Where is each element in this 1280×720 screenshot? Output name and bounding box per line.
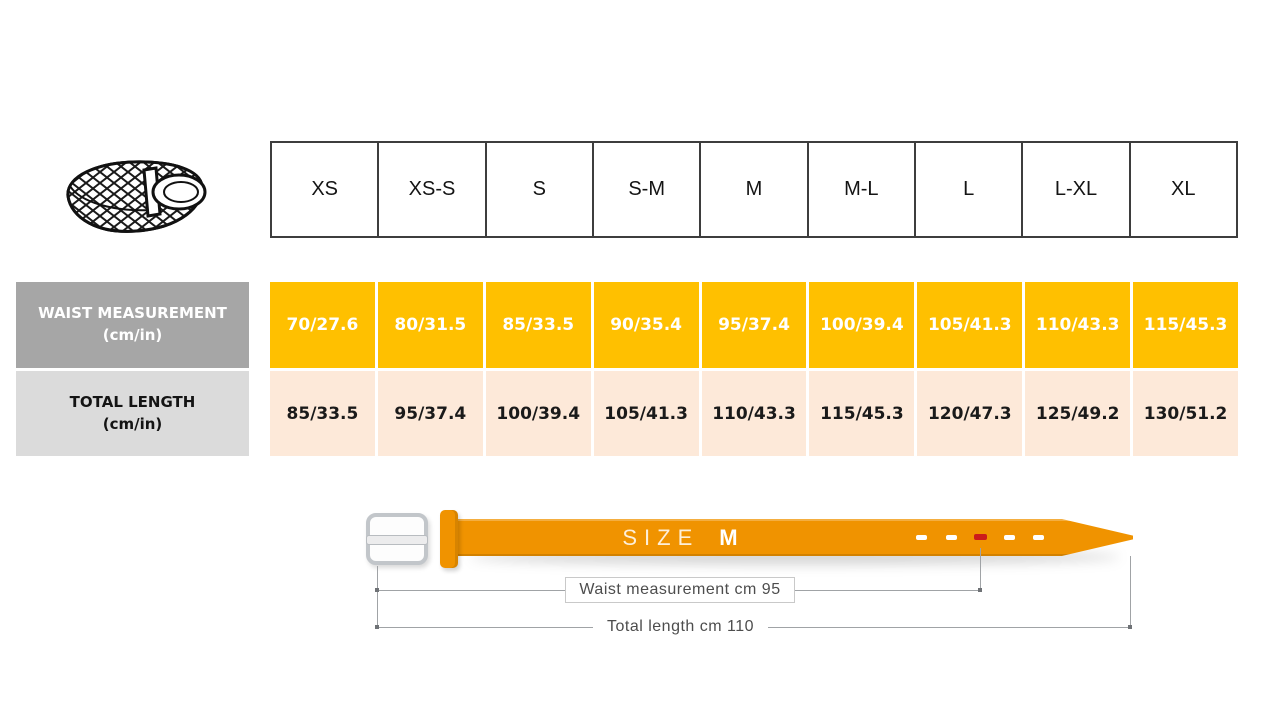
size-header-m-l: M-L xyxy=(809,143,916,236)
total-length-value-cell: 110/43.3 xyxy=(701,371,807,456)
dimension-endpoint-dot xyxy=(375,625,379,629)
size-header-l-xl: L-XL xyxy=(1023,143,1131,236)
waist-measurement-row-label: WAIST MEASUREMENT (cm/in) xyxy=(16,282,249,368)
buckle-prong xyxy=(366,535,428,545)
total-length-value-cell: 85/33.5 xyxy=(270,371,375,456)
total-length-value-cell: 95/37.4 xyxy=(377,371,483,456)
size-header-xs: XS xyxy=(272,143,380,236)
waist-value-cell: 95/37.4 xyxy=(701,282,807,368)
waist-value-cell: 100/39.4 xyxy=(809,282,915,368)
belt-keeper-loop xyxy=(440,510,458,568)
total-length-value-cell: 100/39.4 xyxy=(485,371,591,456)
belt-strap xyxy=(455,519,1133,556)
braided-belt-illustration-icon xyxy=(66,160,207,233)
belt-hole xyxy=(1004,535,1015,540)
total-length-value-cell: 125/49.2 xyxy=(1025,371,1131,456)
belt-size-indicator: SIZE M xyxy=(555,519,805,556)
size-header-s-m: S-M xyxy=(594,143,702,236)
size-label: SIZE xyxy=(622,524,700,550)
waist-value-cell: 105/41.3 xyxy=(917,282,1023,368)
size-value: M xyxy=(719,524,738,550)
total-length-row-label: TOTAL LENGTH (cm/in) xyxy=(16,371,249,456)
belt-buckle-icon xyxy=(366,513,428,565)
total-length-callout: Total length cm 110 xyxy=(593,616,768,638)
belt-hole xyxy=(1033,535,1044,540)
hole-drop-line xyxy=(980,548,981,590)
waist-value-cell: 110/43.3 xyxy=(1025,282,1131,368)
waist-value-cell: 70/27.6 xyxy=(270,282,375,368)
size-header-xl: XL xyxy=(1171,178,1196,200)
buckle-drop-line xyxy=(377,566,378,627)
belt-hole xyxy=(946,535,957,540)
waist-measurement-row: 70/27.6 80/31.5 85/33.5 90/35.4 95/37.4 … xyxy=(270,282,1239,368)
total-length-row: 85/33.5 95/37.4 100/39.4 105/41.3 110/43… xyxy=(270,371,1239,456)
size-header-row: XS XS-S S S-M M M-L L L-XL XL xyxy=(270,141,1238,238)
total-length-value-cell: 120/47.3 xyxy=(917,371,1023,456)
belt-hole xyxy=(916,535,927,540)
waist-value-cell: 85/33.5 xyxy=(485,282,591,368)
waist-measurement-callout: Waist measurement cm 95 xyxy=(565,577,795,603)
size-header-s: S xyxy=(487,143,594,236)
waist-measurement-label-text: WAIST MEASUREMENT xyxy=(38,304,227,323)
waist-value-cell: 90/35.4 xyxy=(593,282,699,368)
size-header-l: L xyxy=(916,143,1024,236)
waist-value-cell: 80/31.5 xyxy=(377,282,483,368)
dimension-endpoint-dot xyxy=(1128,625,1132,629)
belt-hole-highlighted xyxy=(974,534,987,540)
size-header-m: M xyxy=(701,143,809,236)
total-length-value-cell: 115/45.3 xyxy=(809,371,915,456)
total-length-label-text: TOTAL LENGTH xyxy=(69,392,196,411)
waist-value-cell: 115/45.3 xyxy=(1133,282,1239,368)
total-length-value-cell: 105/41.3 xyxy=(593,371,699,456)
tip-drop-line xyxy=(1130,556,1131,627)
total-length-label-unit: (cm/in) xyxy=(102,414,163,433)
waist-measurement-label-unit: (cm/in) xyxy=(102,326,163,344)
size-header-xs-s: XS-S xyxy=(379,143,487,236)
dimension-endpoint-dot xyxy=(375,588,379,592)
dimension-endpoint-dot xyxy=(978,588,982,592)
total-length-value-cell: 130/51.2 xyxy=(1133,371,1239,456)
